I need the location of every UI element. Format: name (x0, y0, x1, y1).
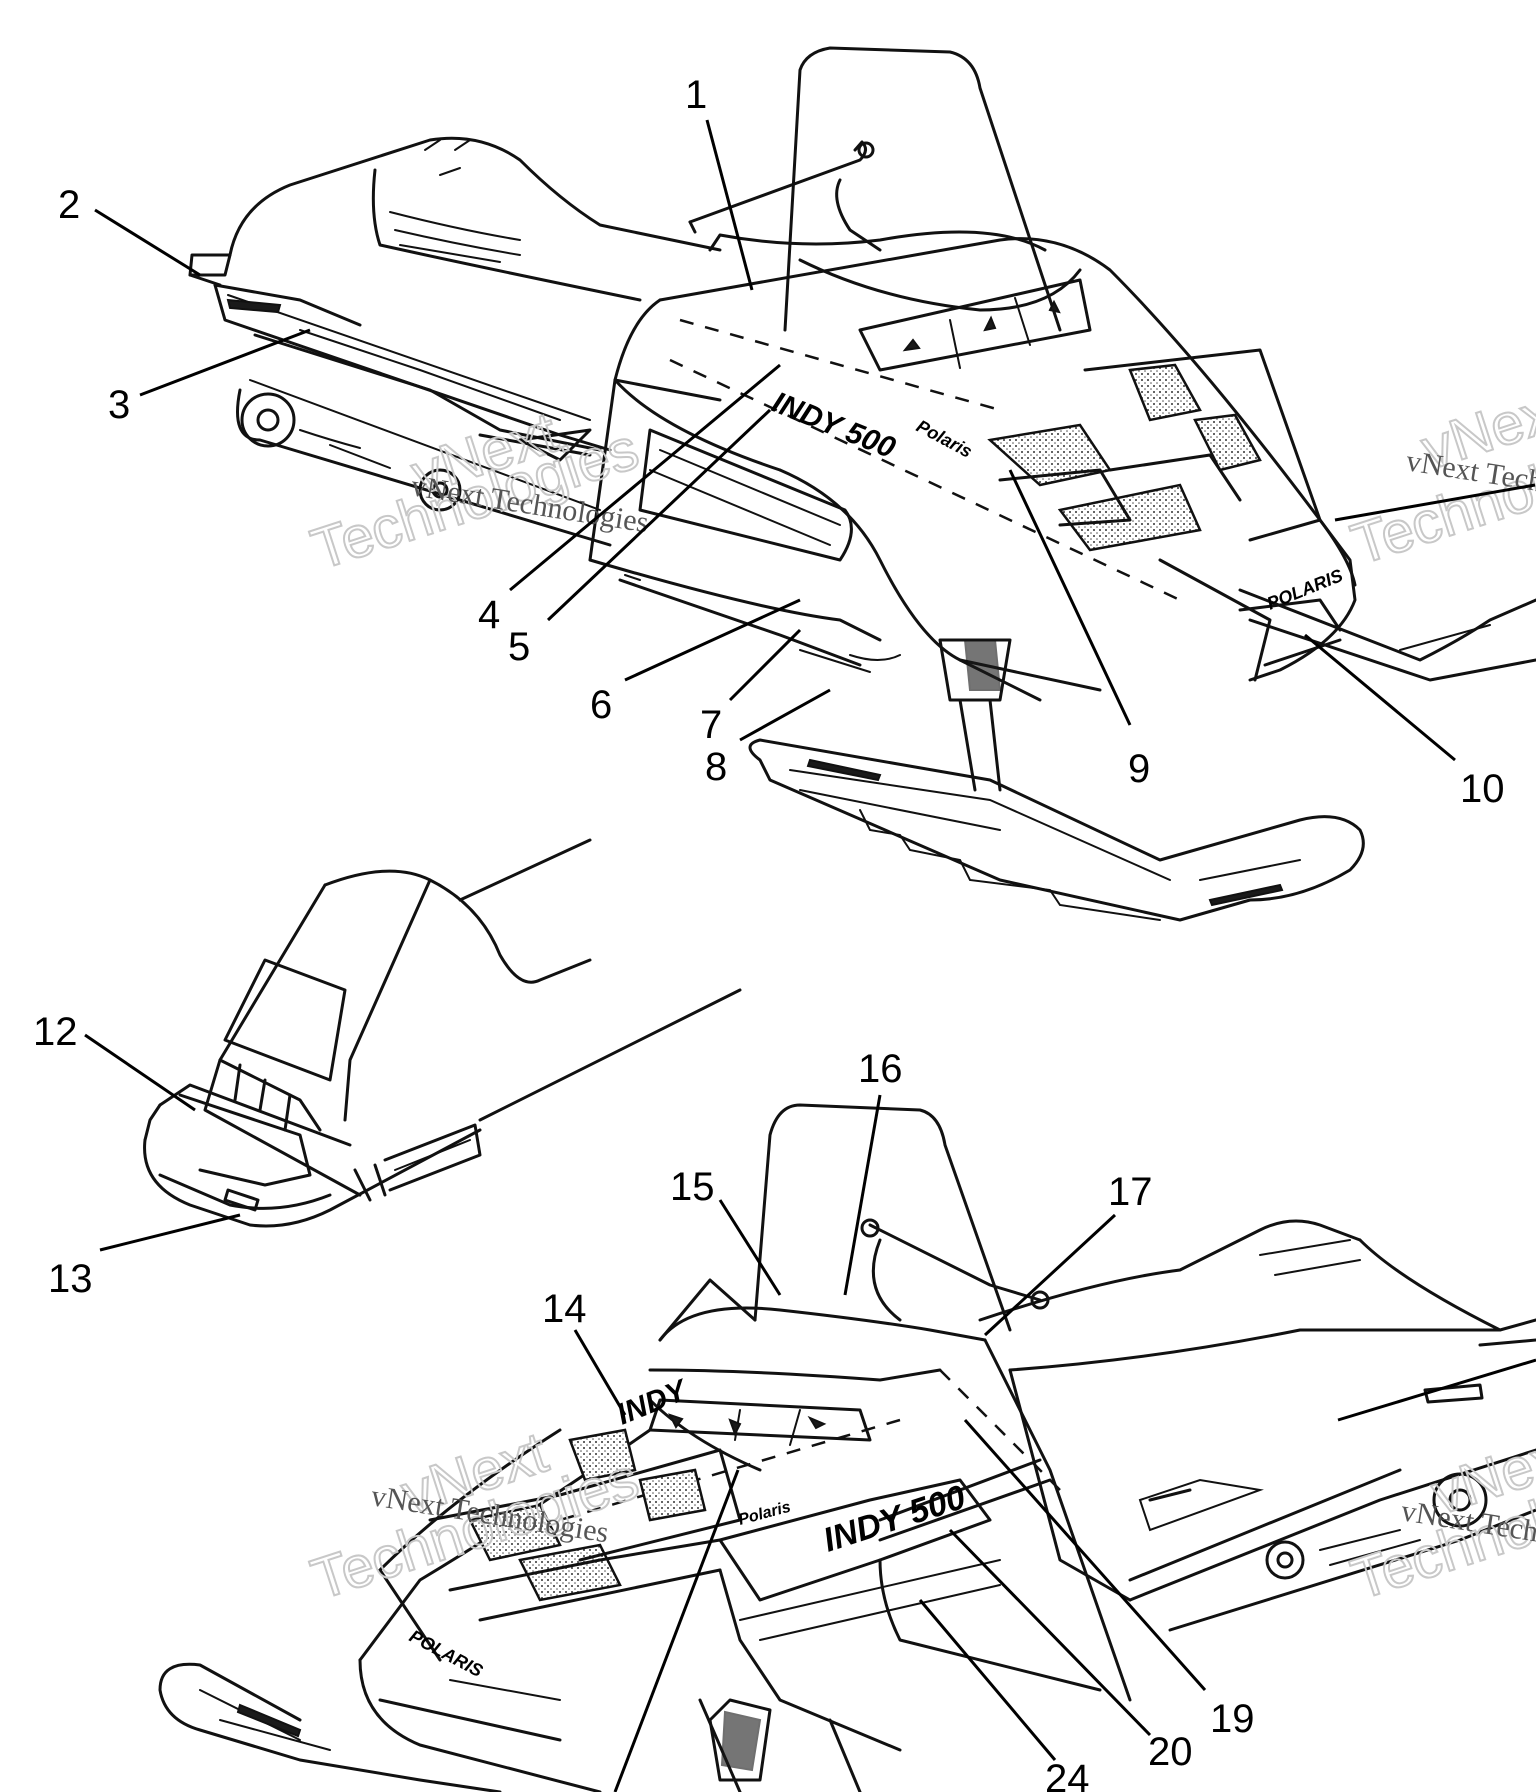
decal-model-bottom: INDY 500 (819, 1478, 970, 1560)
callout-labels: 1 2 3 4 5 6 7 8 9 10 12 13 14 15 16 17 1… (33, 73, 1505, 1792)
leader-lines (84, 119, 1536, 1792)
callout-2: 2 (58, 183, 80, 227)
callout-24: 24 (1045, 1757, 1090, 1792)
callout-3: 3 (108, 383, 130, 427)
rear-seat-detail (143, 838, 742, 1228)
callout-10: 10 (1460, 767, 1505, 811)
decal-brand-bottom: POLARIS (406, 1626, 486, 1681)
callout-5: 5 (508, 625, 530, 669)
callout-14: 14 (542, 1287, 587, 1331)
snowmobile-top-view: INDY 500 Polaris POLARIS (188, 46, 1536, 922)
callout-16: 16 (858, 1047, 903, 1091)
decal-model-top: INDY 500 (767, 386, 900, 465)
callout-17: 17 (1108, 1170, 1153, 1214)
decal-side-script-top: Polaris (913, 416, 975, 462)
callout-7: 7 (700, 703, 722, 747)
callout-12: 12 (33, 1010, 78, 1054)
callout-20: 20 (1148, 1730, 1193, 1774)
snowmobile-bottom-view: INDY 500 INDY Polaris POLARIS (158, 1103, 1536, 1792)
callout-15: 15 (670, 1165, 715, 1209)
decal-brand-top: POLARIS (1264, 565, 1346, 614)
callout-6: 6 (590, 683, 612, 727)
callout-19: 19 (1210, 1697, 1255, 1741)
callout-13: 13 (48, 1257, 93, 1301)
callout-4: 4 (478, 593, 500, 637)
callout-9: 9 (1128, 747, 1150, 791)
callout-1: 1 (685, 73, 707, 117)
callout-8: 8 (705, 745, 727, 789)
